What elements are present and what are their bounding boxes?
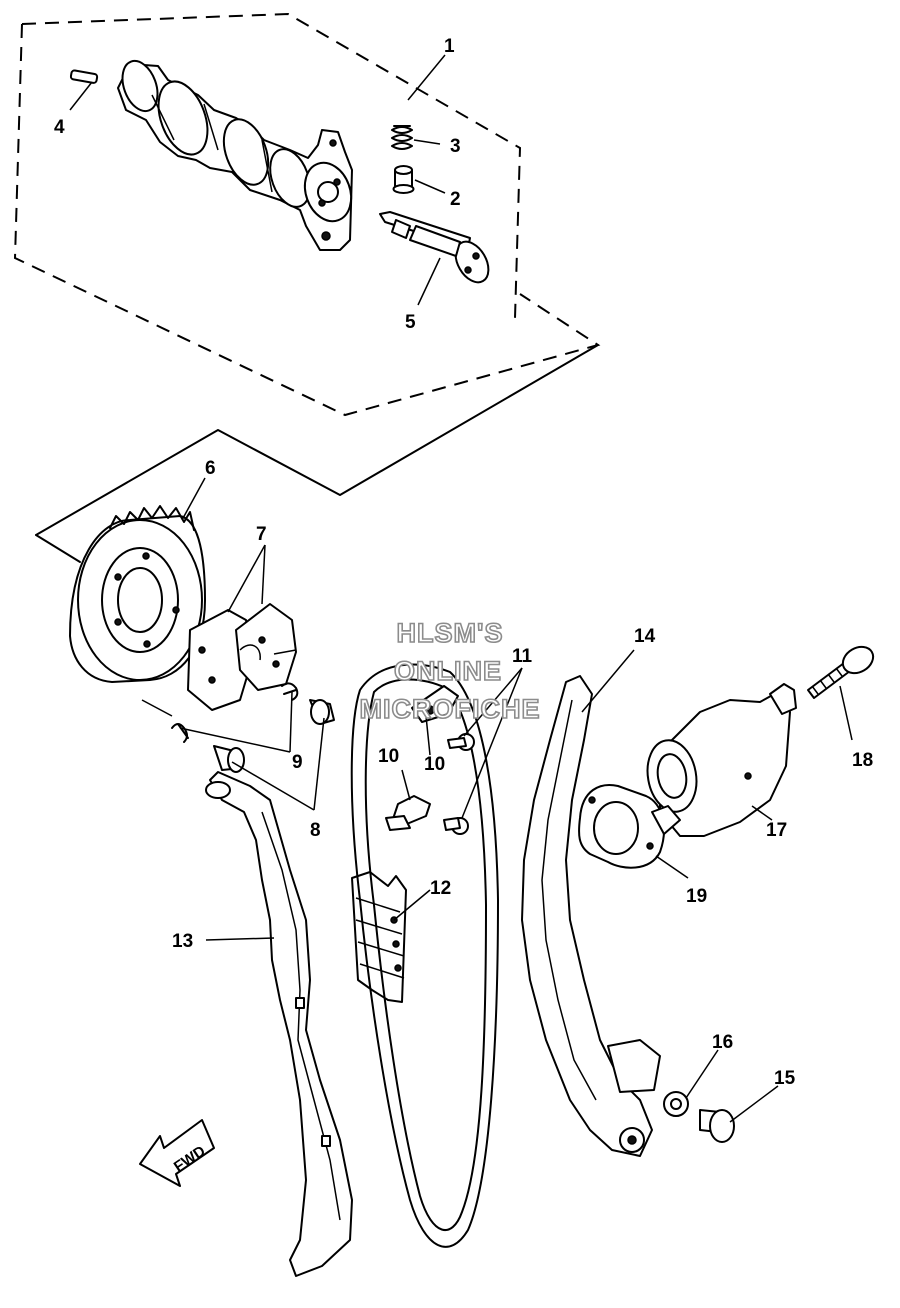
chain-guide-14 <box>521 675 661 1157</box>
plug <box>392 165 415 194</box>
callout-2: 2 <box>450 189 461 210</box>
callout-14: 14 <box>634 626 656 647</box>
chain-guide-brackets <box>385 685 475 835</box>
chain-links-detail <box>351 871 407 1003</box>
gasket <box>578 784 665 869</box>
callout-9: 9 <box>292 752 303 773</box>
chain-guide-13 <box>205 771 353 1277</box>
forward-direction-arrow: FWD <box>139 1119 215 1187</box>
watermark-line-1: HLSM'S <box>397 618 504 648</box>
decompression-shaft <box>379 211 490 284</box>
callout-7: 7 <box>256 524 267 545</box>
callout-5: 5 <box>405 312 416 333</box>
callout-1: 1 <box>444 36 455 57</box>
callout-15: 15 <box>774 1068 796 1089</box>
timing-chain-loop <box>350 663 499 1248</box>
sprocket-plane-outline <box>35 344 599 536</box>
cam-sprocket <box>69 505 206 683</box>
watermark-line-2: ONLINE <box>394 656 502 686</box>
cam-chain-tensioner <box>646 683 797 837</box>
bolt-15 <box>699 1109 735 1143</box>
callout-18: 18 <box>852 750 873 771</box>
callout-17: 17 <box>766 820 787 841</box>
pins <box>213 699 335 773</box>
washer <box>663 1091 689 1117</box>
callout-8: 8 <box>310 820 321 841</box>
sprocket-plane-edge <box>35 534 81 563</box>
camshaft <box>117 59 353 251</box>
camshaft-assembly-box <box>13 12 601 417</box>
decompression-plates <box>187 603 297 711</box>
watermark: HLSM'S ONLINE MICROFICHE <box>359 617 541 725</box>
callout-10-lower: 10 <box>378 746 399 767</box>
watermark-line-3: MICROFICHE <box>360 694 541 724</box>
decompression-springs <box>141 649 299 743</box>
callout-16: 16 <box>712 1032 733 1053</box>
callout-3: 3 <box>450 136 461 157</box>
callout-6: 6 <box>205 458 216 479</box>
callout-10-upper: 10 <box>424 754 445 775</box>
leader-lines <box>69 54 853 1123</box>
dowel-pin <box>69 69 99 84</box>
bolt-18 <box>807 645 875 699</box>
callout-13: 13 <box>172 931 193 952</box>
callout-12: 12 <box>430 878 451 899</box>
callout-4: 4 <box>54 117 65 138</box>
callout-11: 11 <box>512 646 533 667</box>
spring <box>391 125 413 150</box>
callout-19: 19 <box>686 886 707 907</box>
callout-numbers: 1 2 3 4 5 6 7 8 9 10 10 11 12 13 14 15 1… <box>54 36 873 1089</box>
